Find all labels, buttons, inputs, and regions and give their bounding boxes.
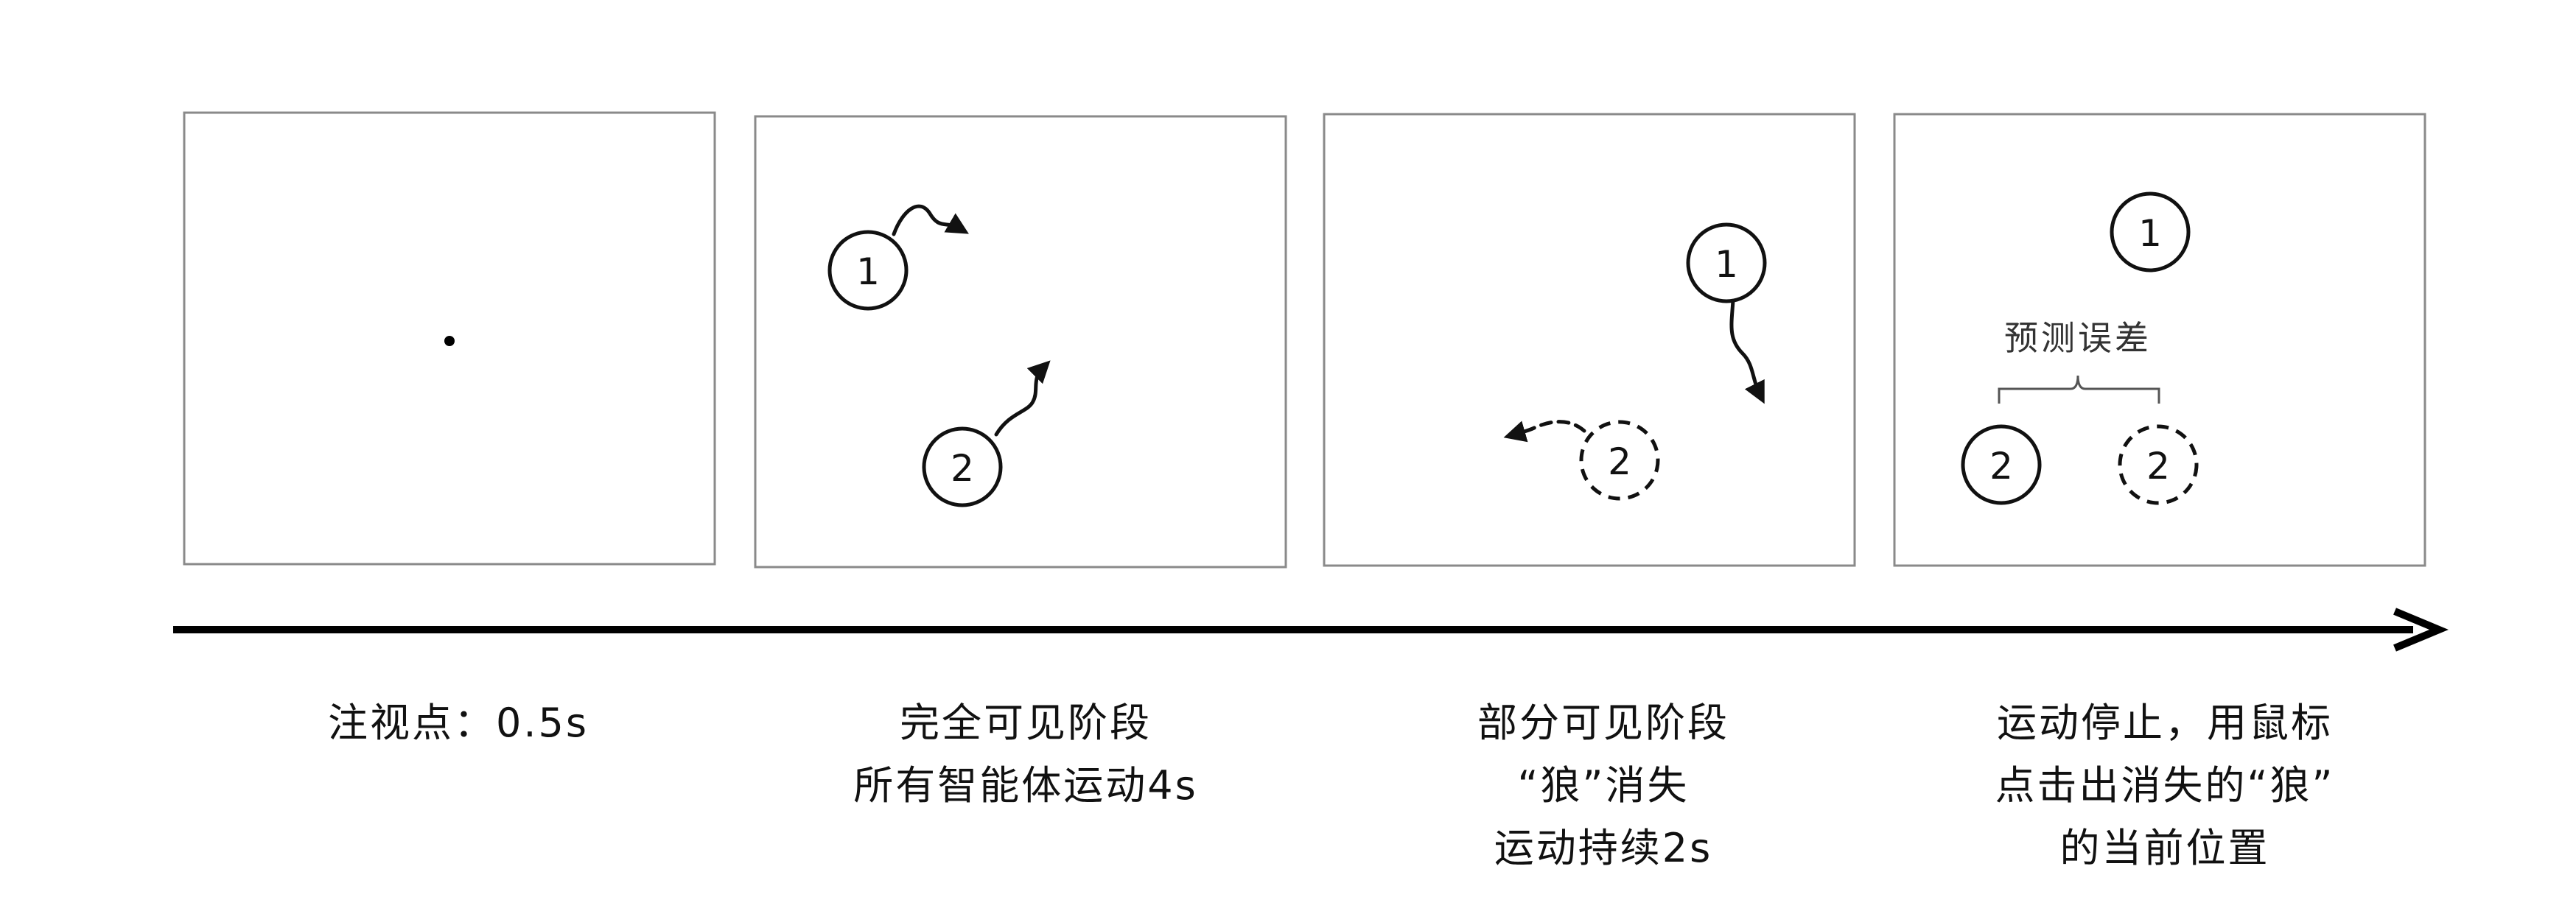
agent-2-label: 2 <box>951 447 974 490</box>
caption-panel-1: 注视点：0.5s <box>328 700 589 746</box>
caption-line: 完全可见阶段 <box>900 700 1152 746</box>
caption-line: 运动停止，用鼠标 <box>1997 700 2333 746</box>
agent-1-trajectory <box>892 204 969 236</box>
caption-line: 部分可见阶段 <box>1477 700 1729 746</box>
agent-1-label: 1 <box>1715 243 1738 286</box>
agent-2-true-position-circle <box>2118 424 2199 505</box>
agent-2-trajectory <box>994 360 1051 437</box>
agent-1-circle <box>1686 222 1767 303</box>
caption-line: 所有智能体运动4s <box>853 762 1198 809</box>
panel-fully-visible: 1 2 <box>754 115 1287 569</box>
panel-frame <box>1323 113 1856 567</box>
agent-1-circle <box>2110 191 2191 272</box>
agent-2-label: 2 <box>1608 440 1631 483</box>
timeline-arrowhead <box>2393 608 2449 652</box>
caption-line: “狼”消失 <box>1518 762 1690 809</box>
caption-line: 点击出消失的“狼” <box>1995 762 2335 809</box>
prediction-error-brace <box>1998 375 2160 404</box>
fixation-point <box>444 336 455 346</box>
agent-2-trajectory-hidden <box>1503 420 1586 443</box>
caption-panel-3: 部分可见阶段 “狼”消失 运动持续2s <box>1477 700 1729 871</box>
agent-2-circle-hidden <box>1579 420 1660 501</box>
agent-1-label: 1 <box>856 250 880 293</box>
caption-line: 的当前位置 <box>2060 825 2270 871</box>
panel-fixation <box>183 111 716 566</box>
timeline-arrow <box>173 608 2449 652</box>
caption-panel-4: 运动停止，用鼠标 点击出消失的“狼” 的当前位置 <box>1995 700 2335 871</box>
prediction-error-label: 预测误差 <box>2004 318 2152 358</box>
agent-2-circle <box>922 426 1003 507</box>
agent-2-response-circle <box>1961 424 2042 505</box>
caption-panel-2: 完全可见阶段 所有智能体运动4s <box>853 700 1198 809</box>
agent-2-response-label: 2 <box>1989 445 2013 488</box>
agent-1-circle <box>827 230 909 311</box>
agent-1-trajectory <box>1729 298 1765 404</box>
agent-1-label: 1 <box>2138 212 2162 255</box>
caption-line: 运动持续2s <box>1494 825 1713 871</box>
panel-response: 1 预测误差 2 2 <box>1893 113 2426 567</box>
panel-frame <box>754 115 1287 569</box>
agent-2-true-position-label: 2 <box>2146 445 2170 488</box>
caption-line: 注视点：0.5s <box>328 700 589 746</box>
panel-partially-visible: 1 2 <box>1323 113 1856 567</box>
